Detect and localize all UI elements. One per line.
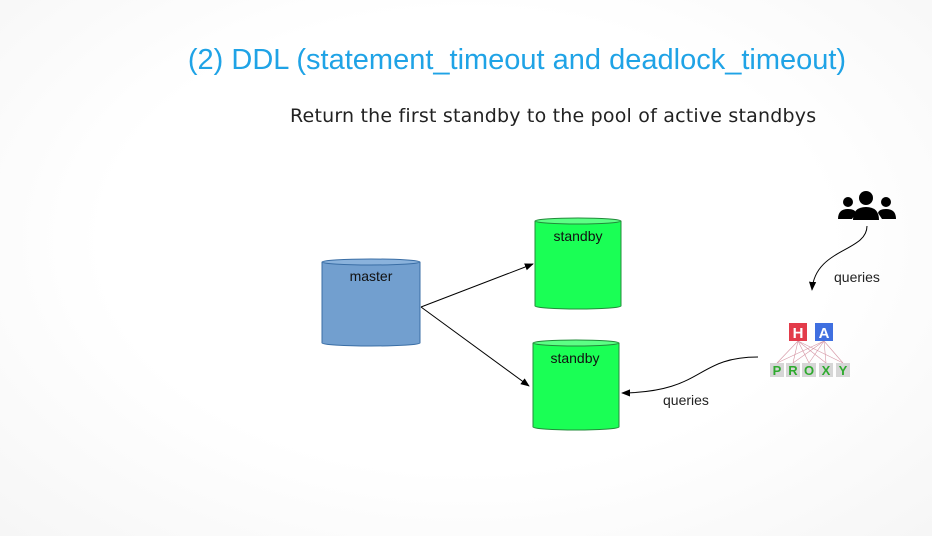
replication-arrow-top	[420, 263, 534, 308]
haproxy-letter-x: X	[822, 363, 831, 378]
standby-db-top: standby	[534, 217, 622, 310]
users-group-icon	[838, 191, 896, 220]
queries-arrow-proxy-to-standby	[621, 356, 759, 397]
master-db: master	[321, 258, 421, 347]
slide-subtitle: Return the first standby to the pool of …	[290, 105, 817, 127]
haproxy-a-box	[815, 323, 833, 341]
haproxy-letter-h: H	[793, 325, 804, 342]
haproxy-h-box	[789, 323, 807, 341]
master-label: master	[350, 268, 393, 284]
haproxy-p-box	[770, 363, 784, 377]
haproxy-letter-o: O	[804, 363, 814, 378]
standby-top-label: standby	[553, 228, 602, 244]
haproxy-letter-r: R	[788, 363, 798, 378]
queries-label-proxy: queries	[663, 392, 709, 408]
haproxy-r-box	[786, 363, 800, 377]
haproxy-logo-lines	[776, 340, 844, 364]
haproxy-o-box	[802, 363, 816, 377]
queries-arrow-users-to-proxy	[808, 225, 868, 291]
slide-title: (2) DDL (statement_timeout and deadlock_…	[187, 44, 847, 76]
standby-bottom-label: standby	[550, 350, 599, 366]
haproxy-letter-p: P	[773, 363, 782, 378]
standby-db-bottom: standby	[532, 339, 620, 431]
queries-label-users: queries	[834, 269, 880, 285]
haproxy-letter-y: Y	[839, 363, 848, 378]
haproxy-logo: H A P R O X Y	[770, 323, 850, 378]
replication-arrow-bottom	[420, 306, 530, 387]
haproxy-x-box	[819, 363, 833, 377]
haproxy-y-box	[836, 363, 850, 377]
haproxy-letter-a: A	[819, 325, 830, 342]
